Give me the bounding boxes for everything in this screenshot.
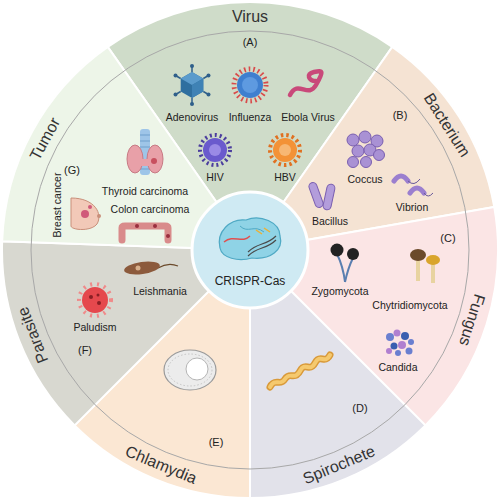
sector-title: Spirochete bbox=[300, 442, 377, 488]
panel-letter: (D) bbox=[352, 402, 367, 414]
item-label: Leishmania bbox=[133, 286, 187, 298]
sector-title: Chlamydia bbox=[123, 443, 200, 488]
item-label: Adenovirus bbox=[166, 112, 219, 124]
item-label: Zygomycota bbox=[311, 286, 368, 298]
item-label: Candida bbox=[378, 362, 417, 374]
item-label: Influenza bbox=[229, 112, 272, 124]
sector-title: Virus bbox=[232, 8, 268, 26]
panel-letter: (B) bbox=[393, 109, 408, 121]
item-label: HBV bbox=[274, 172, 296, 184]
panel-letter: (G) bbox=[64, 164, 80, 176]
panel-letter: (E) bbox=[209, 436, 224, 448]
chlamydia-icon bbox=[164, 350, 216, 390]
item-label: Chytridiomycota bbox=[372, 300, 447, 312]
sector-title: Fungus bbox=[456, 292, 489, 348]
panel-letter: (F) bbox=[78, 344, 92, 356]
item-label: Vibrion bbox=[396, 202, 429, 214]
item-label: Paludism bbox=[73, 322, 116, 334]
item-label: Ebola Virus bbox=[281, 112, 335, 124]
item-label: HIV bbox=[206, 172, 224, 184]
panel-letter: (A) bbox=[243, 36, 258, 48]
item-label: Colon carcinoma bbox=[111, 204, 190, 216]
item-label: Thyroid carcinoma bbox=[102, 186, 188, 198]
sector-title: Bacterium bbox=[420, 90, 474, 160]
item-label: Bacillus bbox=[312, 216, 348, 228]
circle-fill bbox=[192, 192, 308, 308]
panel-letter: (C) bbox=[440, 232, 455, 244]
cas-protein-icon bbox=[219, 218, 280, 260]
item-label: Coccus bbox=[347, 174, 382, 186]
sector-title: Tumor bbox=[27, 115, 64, 164]
item-label: Breast cancer bbox=[52, 173, 64, 238]
sector-title: Parasite bbox=[14, 305, 52, 366]
center-label: CRISPR-Cas bbox=[215, 275, 286, 288]
